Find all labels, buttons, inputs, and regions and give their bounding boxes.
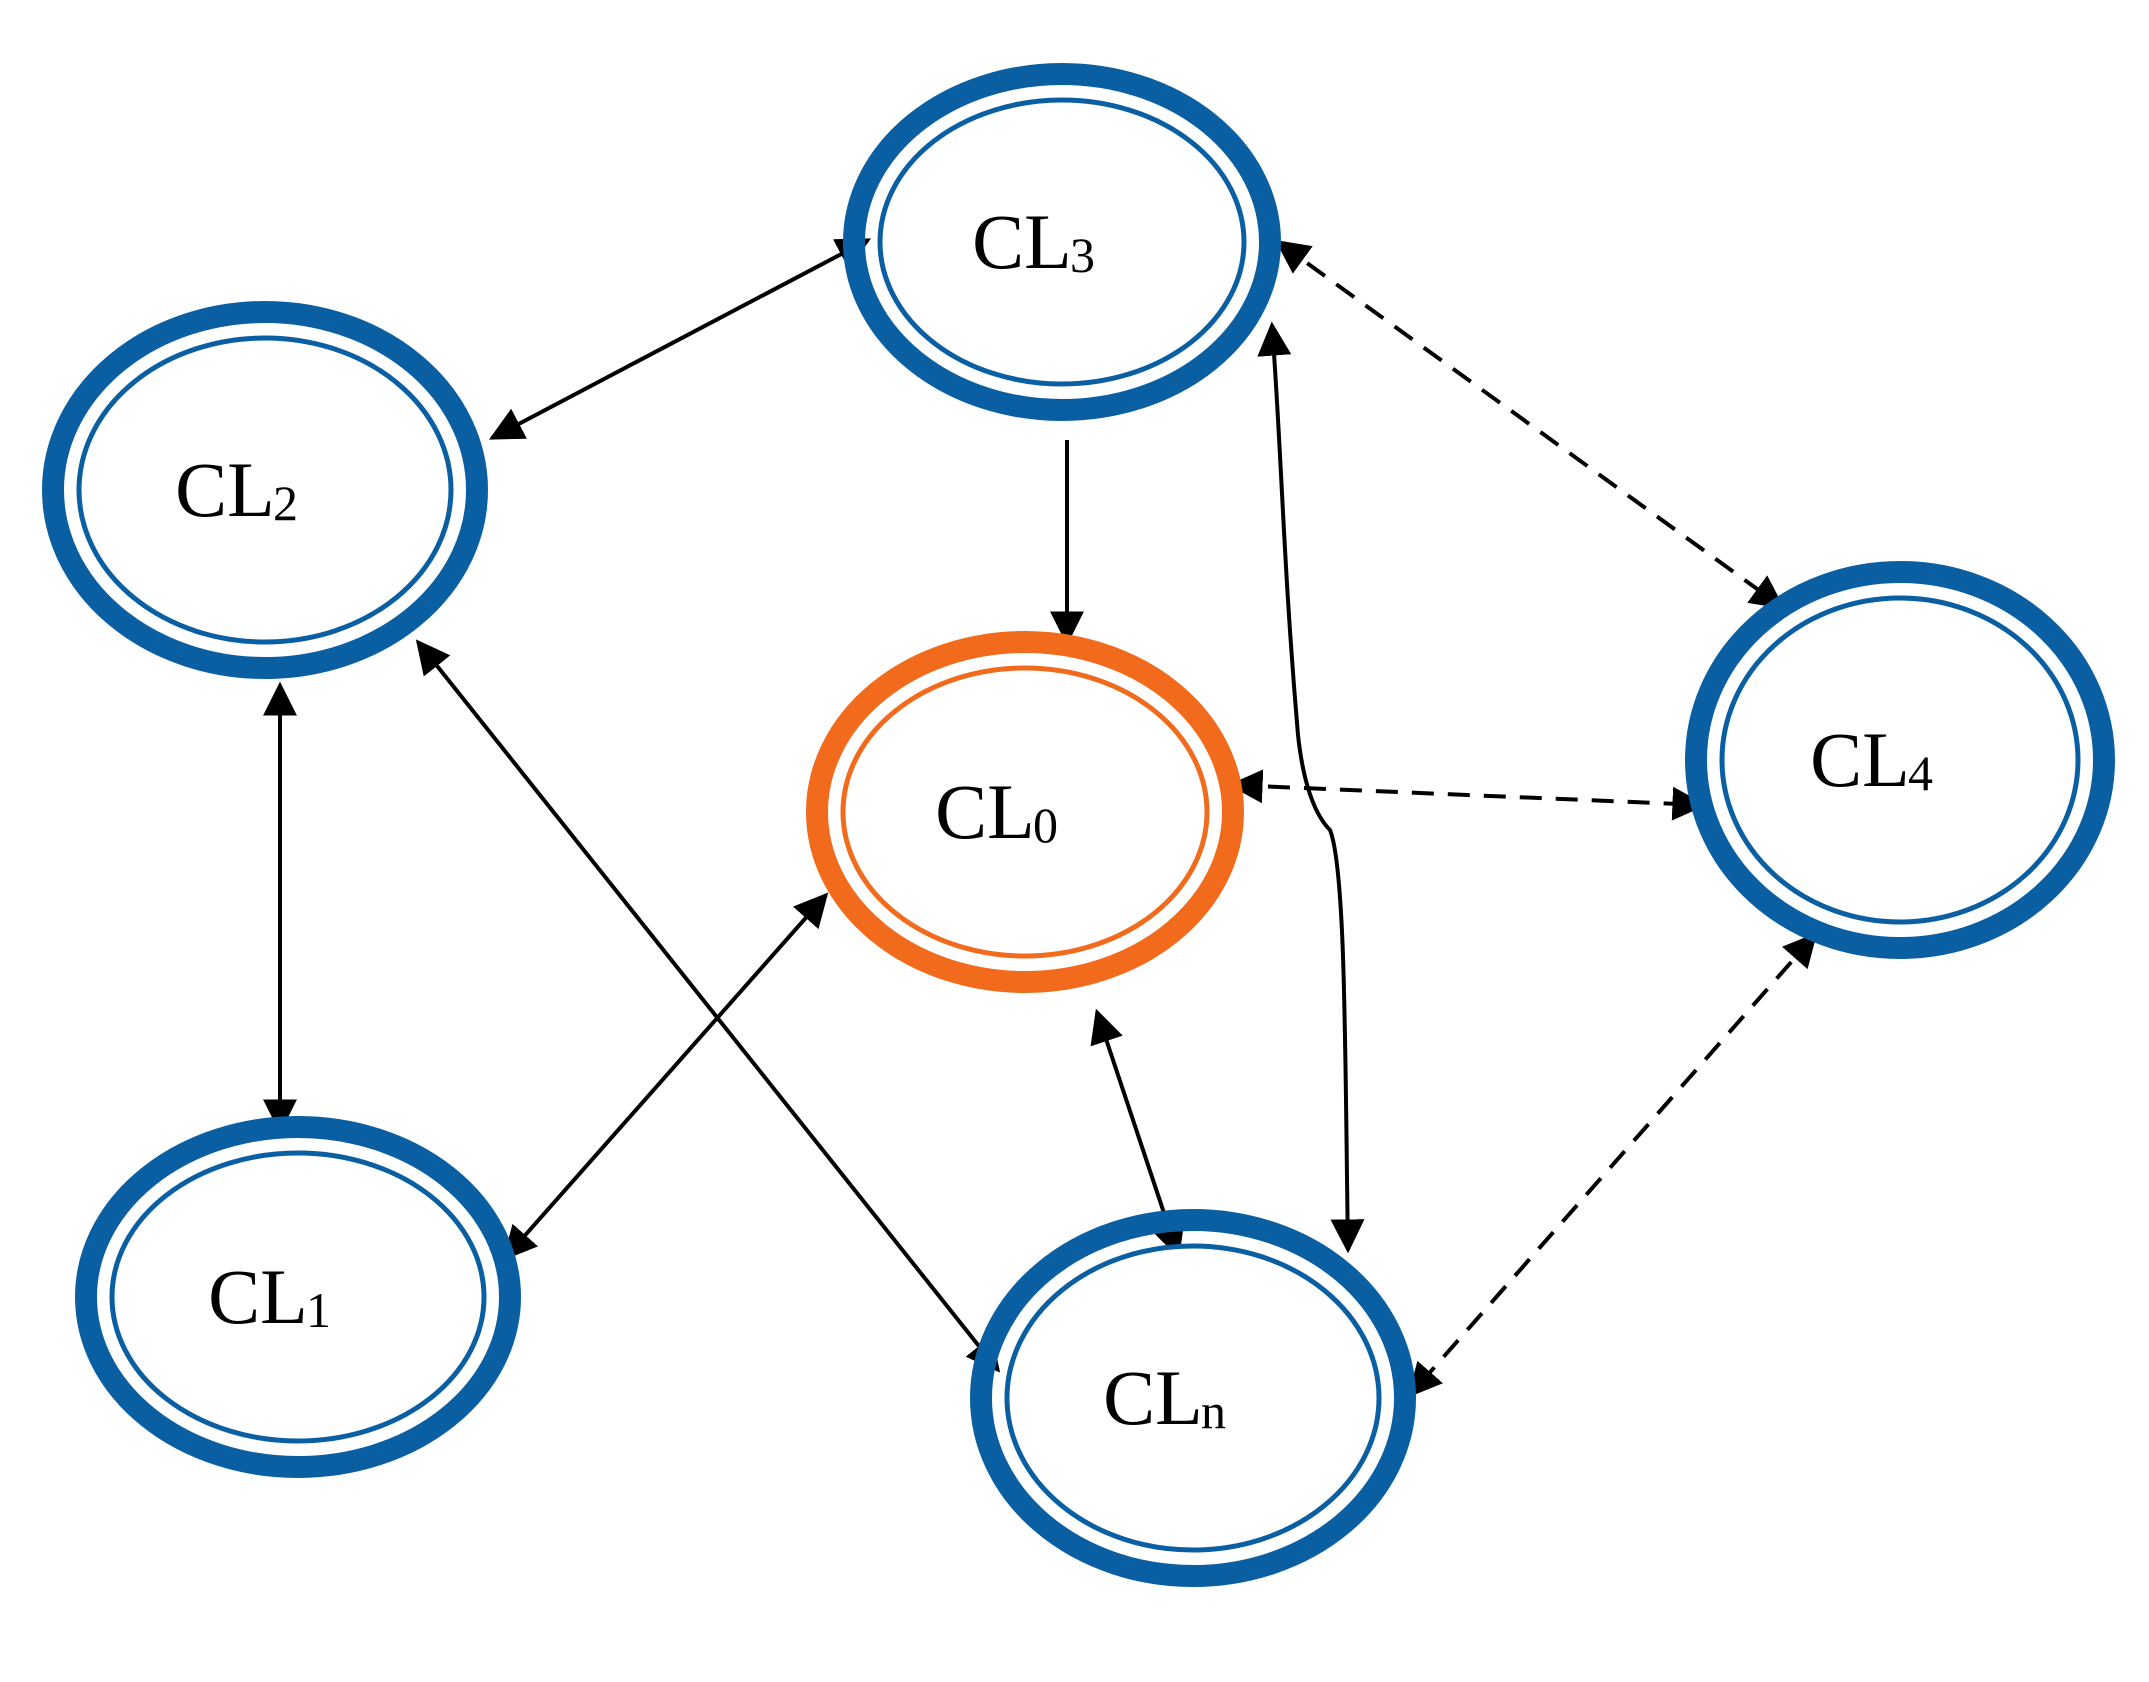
node-label: CL	[1103, 1354, 1203, 1441]
edge-cl4-cln	[1407, 932, 1818, 1398]
node-subscript: 1	[306, 1282, 331, 1338]
node-subscript: 2	[273, 475, 298, 531]
node-inner-ring	[877, 97, 1247, 387]
node-cl2: CL2	[42, 301, 488, 679]
node-label: CL	[175, 446, 275, 533]
node-label: CL	[208, 1253, 308, 1340]
node-cl4: CL4	[1685, 561, 2115, 959]
node-label: CL	[972, 198, 1072, 285]
edge-cl1-cl0	[502, 892, 829, 1261]
node-cl0: CL0	[806, 631, 1244, 993]
node-inner-ring	[109, 1150, 487, 1444]
node-outer-ring	[806, 631, 1244, 993]
edges-layer	[263, 238, 1818, 1398]
node-outer-ring	[970, 1209, 1416, 1587]
edge-cl3-cl4	[1275, 240, 1785, 609]
node-subscript: 4	[1908, 745, 1933, 801]
node-inner-ring	[1004, 1243, 1382, 1553]
edge-cl0-cl4	[1228, 769, 1707, 821]
node-cl1: CL1	[75, 1116, 521, 1478]
node-inner-ring	[840, 665, 1210, 959]
node-cl3: CL3	[843, 63, 1281, 421]
node-cln: CLn	[970, 1209, 1416, 1587]
node-inner-ring	[76, 335, 454, 645]
node-subscript: n	[1201, 1383, 1226, 1439]
node-outer-ring	[843, 63, 1281, 421]
node-subscript: 3	[1070, 227, 1095, 283]
node-outer-ring	[75, 1116, 521, 1478]
node-label: CL	[935, 768, 1035, 855]
node-label: CL	[1810, 716, 1910, 803]
node-outer-ring	[42, 301, 488, 679]
node-outer-ring	[1685, 561, 2115, 959]
node-subscript: 0	[1033, 797, 1058, 853]
edge-cl2-cl3	[488, 238, 872, 440]
node-inner-ring	[1719, 595, 2081, 925]
